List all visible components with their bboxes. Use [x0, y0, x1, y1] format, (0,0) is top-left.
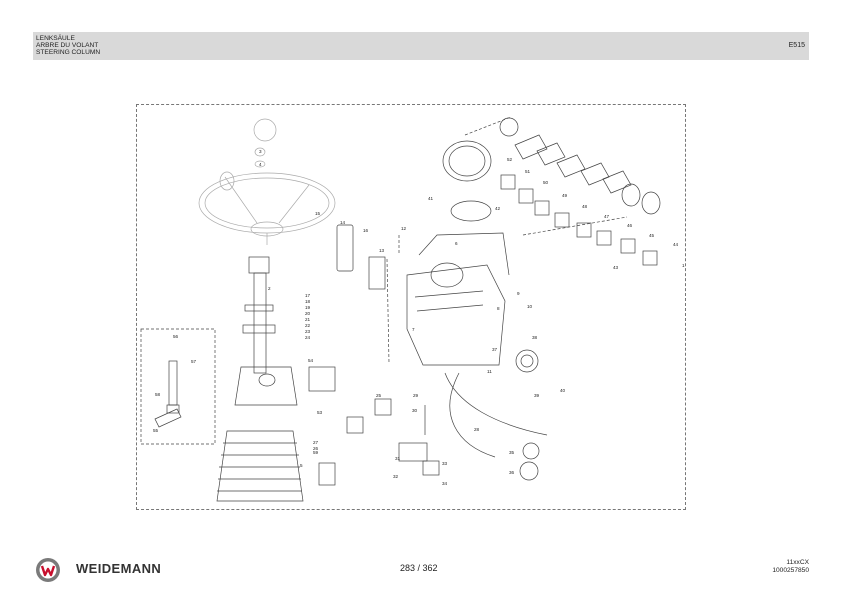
svg-text:44: 44 — [673, 242, 679, 247]
title-french: ARBRE DU VOLANT — [36, 42, 99, 49]
svg-text:40: 40 — [560, 388, 566, 393]
svg-text:6: 6 — [455, 241, 458, 246]
title-english: STEERING COLUMN — [36, 49, 101, 56]
svg-text:57: 57 — [191, 359, 197, 364]
svg-text:24: 24 — [305, 335, 311, 340]
svg-text:8: 8 — [497, 306, 500, 311]
svg-text:53: 53 — [317, 410, 323, 415]
rocker-switch-row — [500, 174, 658, 266]
svg-text:36: 36 — [509, 470, 515, 475]
weidemann-logo — [36, 558, 60, 582]
svg-text:48: 48 — [582, 204, 588, 209]
svg-text:45: 45 — [649, 233, 655, 238]
document-header: LENKSÄULE ARBRE DU VOLANT STEERING COLUM… — [33, 32, 809, 60]
svg-text:14: 14 — [340, 220, 346, 225]
svg-text:34: 34 — [442, 481, 448, 486]
svg-text:42: 42 — [495, 206, 501, 211]
svg-text:28: 28 — [474, 427, 480, 432]
svg-text:58: 58 — [155, 392, 161, 397]
svg-text:13: 13 — [379, 248, 385, 253]
svg-text:43: 43 — [613, 265, 619, 270]
svg-text:7: 7 — [412, 327, 415, 332]
svg-text:16: 16 — [363, 228, 369, 233]
svg-text:5: 5 — [300, 463, 303, 468]
svg-text:54: 54 — [308, 358, 314, 363]
svg-text:26: 26 — [313, 446, 319, 451]
svg-text:17: 17 — [305, 293, 311, 298]
section-code: E515 — [788, 42, 805, 49]
svg-text:46: 46 — [627, 223, 633, 228]
page-number: 283 / 362 — [400, 563, 438, 573]
bellows-boot — [216, 430, 304, 502]
svg-text:10: 10 — [527, 304, 533, 309]
dashboard-console — [406, 232, 510, 366]
svg-text:22: 22 — [305, 323, 311, 328]
svg-text:27: 27 — [313, 440, 319, 445]
svg-text:20: 20 — [305, 311, 311, 316]
svg-text:12: 12 — [401, 226, 407, 231]
svg-text:52: 52 — [507, 157, 513, 162]
svg-text:39: 39 — [534, 393, 540, 398]
svg-text:25: 25 — [376, 393, 382, 398]
svg-text:30: 30 — [412, 408, 418, 413]
svg-text:19: 19 — [305, 305, 311, 310]
exploded-parts-diagram: 1 2 3 4 5 6 7 8 9 10 11 12 13 14 15 16 1… — [136, 104, 686, 510]
round-gauge — [442, 140, 492, 222]
title-german: LENKSÄULE — [36, 35, 75, 42]
svg-text:3: 3 — [259, 149, 262, 154]
svg-text:18: 18 — [305, 299, 311, 304]
svg-text:21: 21 — [305, 317, 311, 322]
document-number: 1000257850 — [772, 567, 809, 574]
gas-strut-group — [140, 328, 216, 445]
svg-text:55: 55 — [153, 428, 159, 433]
svg-text:49: 49 — [562, 193, 568, 198]
svg-text:31: 31 — [395, 456, 401, 461]
svg-text:1: 1 — [682, 263, 685, 268]
svg-text:4: 4 — [259, 162, 262, 167]
steering-column-shaft — [234, 256, 298, 406]
svg-text:38: 38 — [532, 335, 538, 340]
svg-text:35: 35 — [509, 450, 515, 455]
svg-text:59: 59 — [313, 450, 319, 455]
svg-text:50: 50 — [543, 180, 549, 185]
svg-text:29: 29 — [413, 393, 419, 398]
diagram-drawing: 1 2 3 4 5 6 7 8 9 10 11 12 13 14 15 16 1… — [140, 116, 685, 502]
svg-text:15: 15 — [315, 211, 321, 216]
callout-numbers: 1 2 3 4 5 6 7 8 9 10 11 12 13 14 15 16 1… — [153, 149, 685, 486]
svg-text:23: 23 — [305, 329, 311, 334]
svg-text:51: 51 — [525, 169, 531, 174]
steering-wheel — [198, 118, 336, 245]
model-code: 11xxCX — [786, 559, 809, 566]
document-reference: 11xxCX 1000257850 — [772, 559, 809, 575]
svg-text:11: 11 — [487, 369, 492, 374]
brand-name: WEIDEMANN — [76, 561, 162, 576]
svg-text:47: 47 — [604, 214, 610, 219]
svg-text:56: 56 — [173, 334, 179, 339]
svg-text:9: 9 — [517, 291, 520, 296]
svg-text:33: 33 — [442, 461, 448, 466]
svg-text:32: 32 — [393, 474, 399, 479]
switch-symbol-caps — [499, 117, 661, 215]
svg-text:41: 41 — [428, 196, 434, 201]
svg-text:37: 37 — [492, 347, 498, 352]
svg-text:2: 2 — [268, 286, 271, 291]
